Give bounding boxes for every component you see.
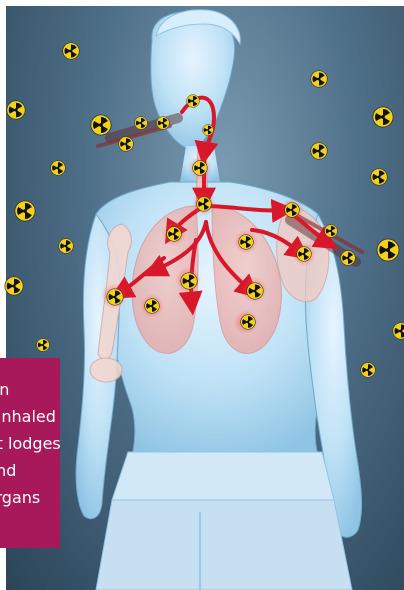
radiation-symbol-icon (285, 203, 300, 218)
radiation-symbol-icon (193, 161, 208, 176)
radiation-symbol-icon (324, 225, 337, 238)
caption-text: radiation can be inhaled where it lodges… (0, 376, 56, 511)
radiation-symbol-icon (241, 315, 256, 330)
radiation-symbol-icon (311, 71, 328, 88)
radiation-symbol-icon (186, 95, 199, 108)
radiation-symbol-icon (297, 247, 312, 262)
radiation-symbol-icon (197, 197, 212, 212)
caption-line: lungs and (0, 457, 56, 484)
radiation-symbol-icon (7, 101, 26, 119)
radiation-symbol-icon (361, 363, 376, 378)
radiation-symbol-icon (239, 235, 254, 250)
radiation-symbol-icon (107, 289, 124, 306)
radiation-symbol-icon (341, 251, 356, 266)
radiation-symbol-icon (5, 277, 24, 295)
radiation-symbol-icon (181, 273, 198, 290)
radiation-symbol-icon (119, 137, 134, 152)
caption-line: where it lodges (0, 430, 56, 457)
radiation-symbol-icon (393, 323, 404, 340)
caption-line: can be inhaled (0, 403, 56, 430)
caption-box: radiation can be inhaled where it lodges… (0, 358, 60, 548)
radiation-symbol-icon (371, 169, 388, 186)
radiation-symbol-icon (36, 339, 49, 352)
radiation-symbol-icon (311, 143, 328, 160)
radiation-symbol-icon (377, 239, 399, 261)
radiation-symbol-icon (91, 115, 111, 135)
radiation-symbol-icon (59, 239, 74, 254)
radiation-symbol-icon (145, 299, 160, 314)
caption-line: radiation (0, 376, 56, 403)
radiation-symbol-icon (63, 43, 80, 60)
radiation-symbol-icon (202, 125, 213, 136)
radiation-symbol-icon (134, 117, 147, 130)
radiation-symbol-icon (15, 201, 35, 221)
radiation-symbol-icon (373, 107, 393, 127)
radiation-symbol-icon (247, 283, 264, 300)
radiation-symbol-icon (51, 161, 66, 176)
caption-line: other organs (0, 484, 56, 511)
radiation-symbol-icon (167, 227, 182, 242)
radiation-symbol-icon (156, 117, 169, 130)
